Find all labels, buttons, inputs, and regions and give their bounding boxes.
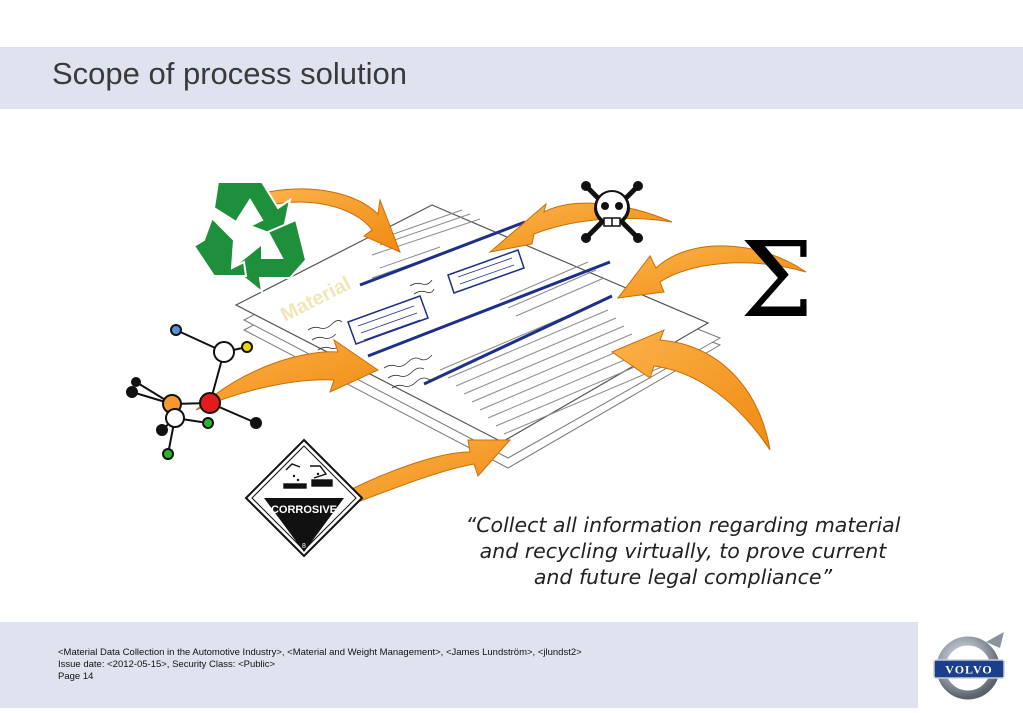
logo-text: VOLVO <box>945 663 992 677</box>
arrow-from-skull <box>488 202 673 253</box>
document-stack: Material <box>234 204 722 469</box>
footer-band <box>0 622 918 708</box>
slide-title: Scope of process solution <box>52 56 407 91</box>
arrow-from-sigma <box>616 245 807 299</box>
logo-area: VOLVO <box>920 622 1023 708</box>
footer-document-info: <Material Data Collection in the Automot… <box>58 647 582 658</box>
molecule-icon <box>126 324 262 460</box>
quote-line: “Collect all information regarding mater… <box>465 513 901 537</box>
footer-issue-date: Issue date: <2012-05-15>, Security Class… <box>58 659 276 670</box>
arrow-from-molecule <box>195 338 380 411</box>
volvo-logo: VOLVO <box>933 632 1005 700</box>
title-band <box>0 47 1023 109</box>
recycle-icon <box>192 181 308 295</box>
quote-text: “Collect all information regarding mater… <box>418 512 948 590</box>
arrow-from-recycle <box>267 188 401 253</box>
arrow-from-corrosive <box>349 439 512 506</box>
illustration: Material Σ <box>126 181 814 558</box>
corrosive-label: CORROSIVE <box>271 504 337 516</box>
footer-text: <Material Data Collection in the Automot… <box>58 647 582 683</box>
footer-page-number: Page 14 <box>58 671 94 682</box>
arrow-from-bottom-right <box>610 329 771 451</box>
sigma-icon: Σ <box>740 219 814 341</box>
corrosive-hazard-icon: CORROSIVE 8 <box>244 438 364 558</box>
arrows <box>195 188 807 506</box>
quote-line: and future legal compliance” <box>533 565 833 589</box>
corrosive-class: 8 <box>302 543 306 550</box>
skull-crossbones-icon <box>581 181 643 243</box>
quote-line: and recycling virtually, to prove curren… <box>479 539 887 563</box>
